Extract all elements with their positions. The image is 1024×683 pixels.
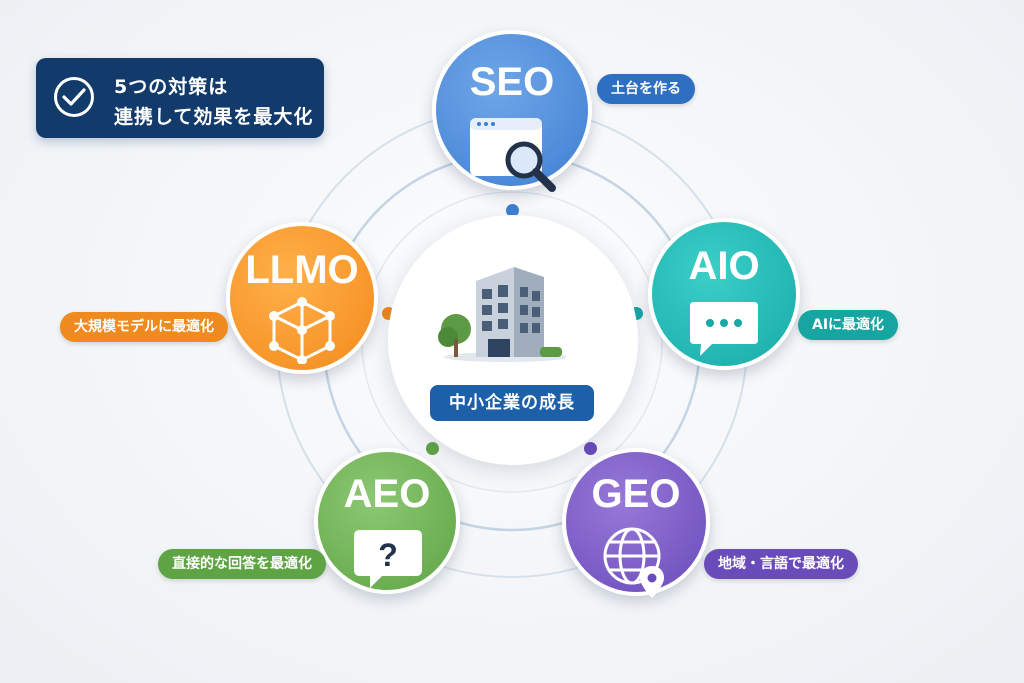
note-line-2: 連携して効果を最大化 bbox=[114, 106, 314, 128]
aeo-caption: 直接的な回答を最適化 bbox=[158, 549, 326, 579]
llmo-node[interactable]: LLMO bbox=[226, 222, 378, 374]
llmo-caption: 大規模モデルに最適化 bbox=[60, 312, 228, 342]
aio-title: AIO bbox=[688, 244, 760, 288]
chat-bubble-icon bbox=[690, 302, 758, 356]
seo-caption: 土台を作る bbox=[597, 74, 695, 104]
geo-node[interactable]: GEO bbox=[562, 448, 710, 598]
globe-pin-icon bbox=[603, 527, 664, 598]
llmo-title: LLMO bbox=[245, 248, 359, 292]
geo-title: GEO bbox=[591, 472, 681, 516]
aeo-title: AEO bbox=[343, 472, 431, 516]
summary-note: 5つの対策は 連携して効果を最大化 bbox=[36, 58, 324, 138]
aeo-node[interactable]: AEO ? bbox=[314, 448, 460, 594]
check-circle-icon bbox=[54, 77, 94, 117]
geo-connector-dot bbox=[584, 442, 597, 455]
network-cube-icon bbox=[269, 297, 335, 364]
svg-text:?: ? bbox=[378, 537, 398, 573]
center-hub bbox=[388, 215, 638, 465]
seo-title: SEO bbox=[469, 60, 555, 104]
question-bubble-icon: ? bbox=[354, 530, 422, 588]
browser-search-icon bbox=[470, 118, 556, 192]
seo-connector-dot bbox=[506, 204, 519, 217]
geo-caption: 地域・言語で最適化 bbox=[704, 549, 858, 579]
building-icon bbox=[438, 267, 566, 362]
center-label: 中小企業の成長 bbox=[430, 385, 594, 421]
aio-caption: AIに最適化 bbox=[798, 310, 899, 340]
aio-node[interactable]: AIO bbox=[648, 218, 800, 370]
note-line-1: 5つの対策は bbox=[114, 76, 229, 98]
seo-node[interactable]: SEO bbox=[432, 30, 592, 192]
aeo-connector-dot bbox=[426, 442, 439, 455]
